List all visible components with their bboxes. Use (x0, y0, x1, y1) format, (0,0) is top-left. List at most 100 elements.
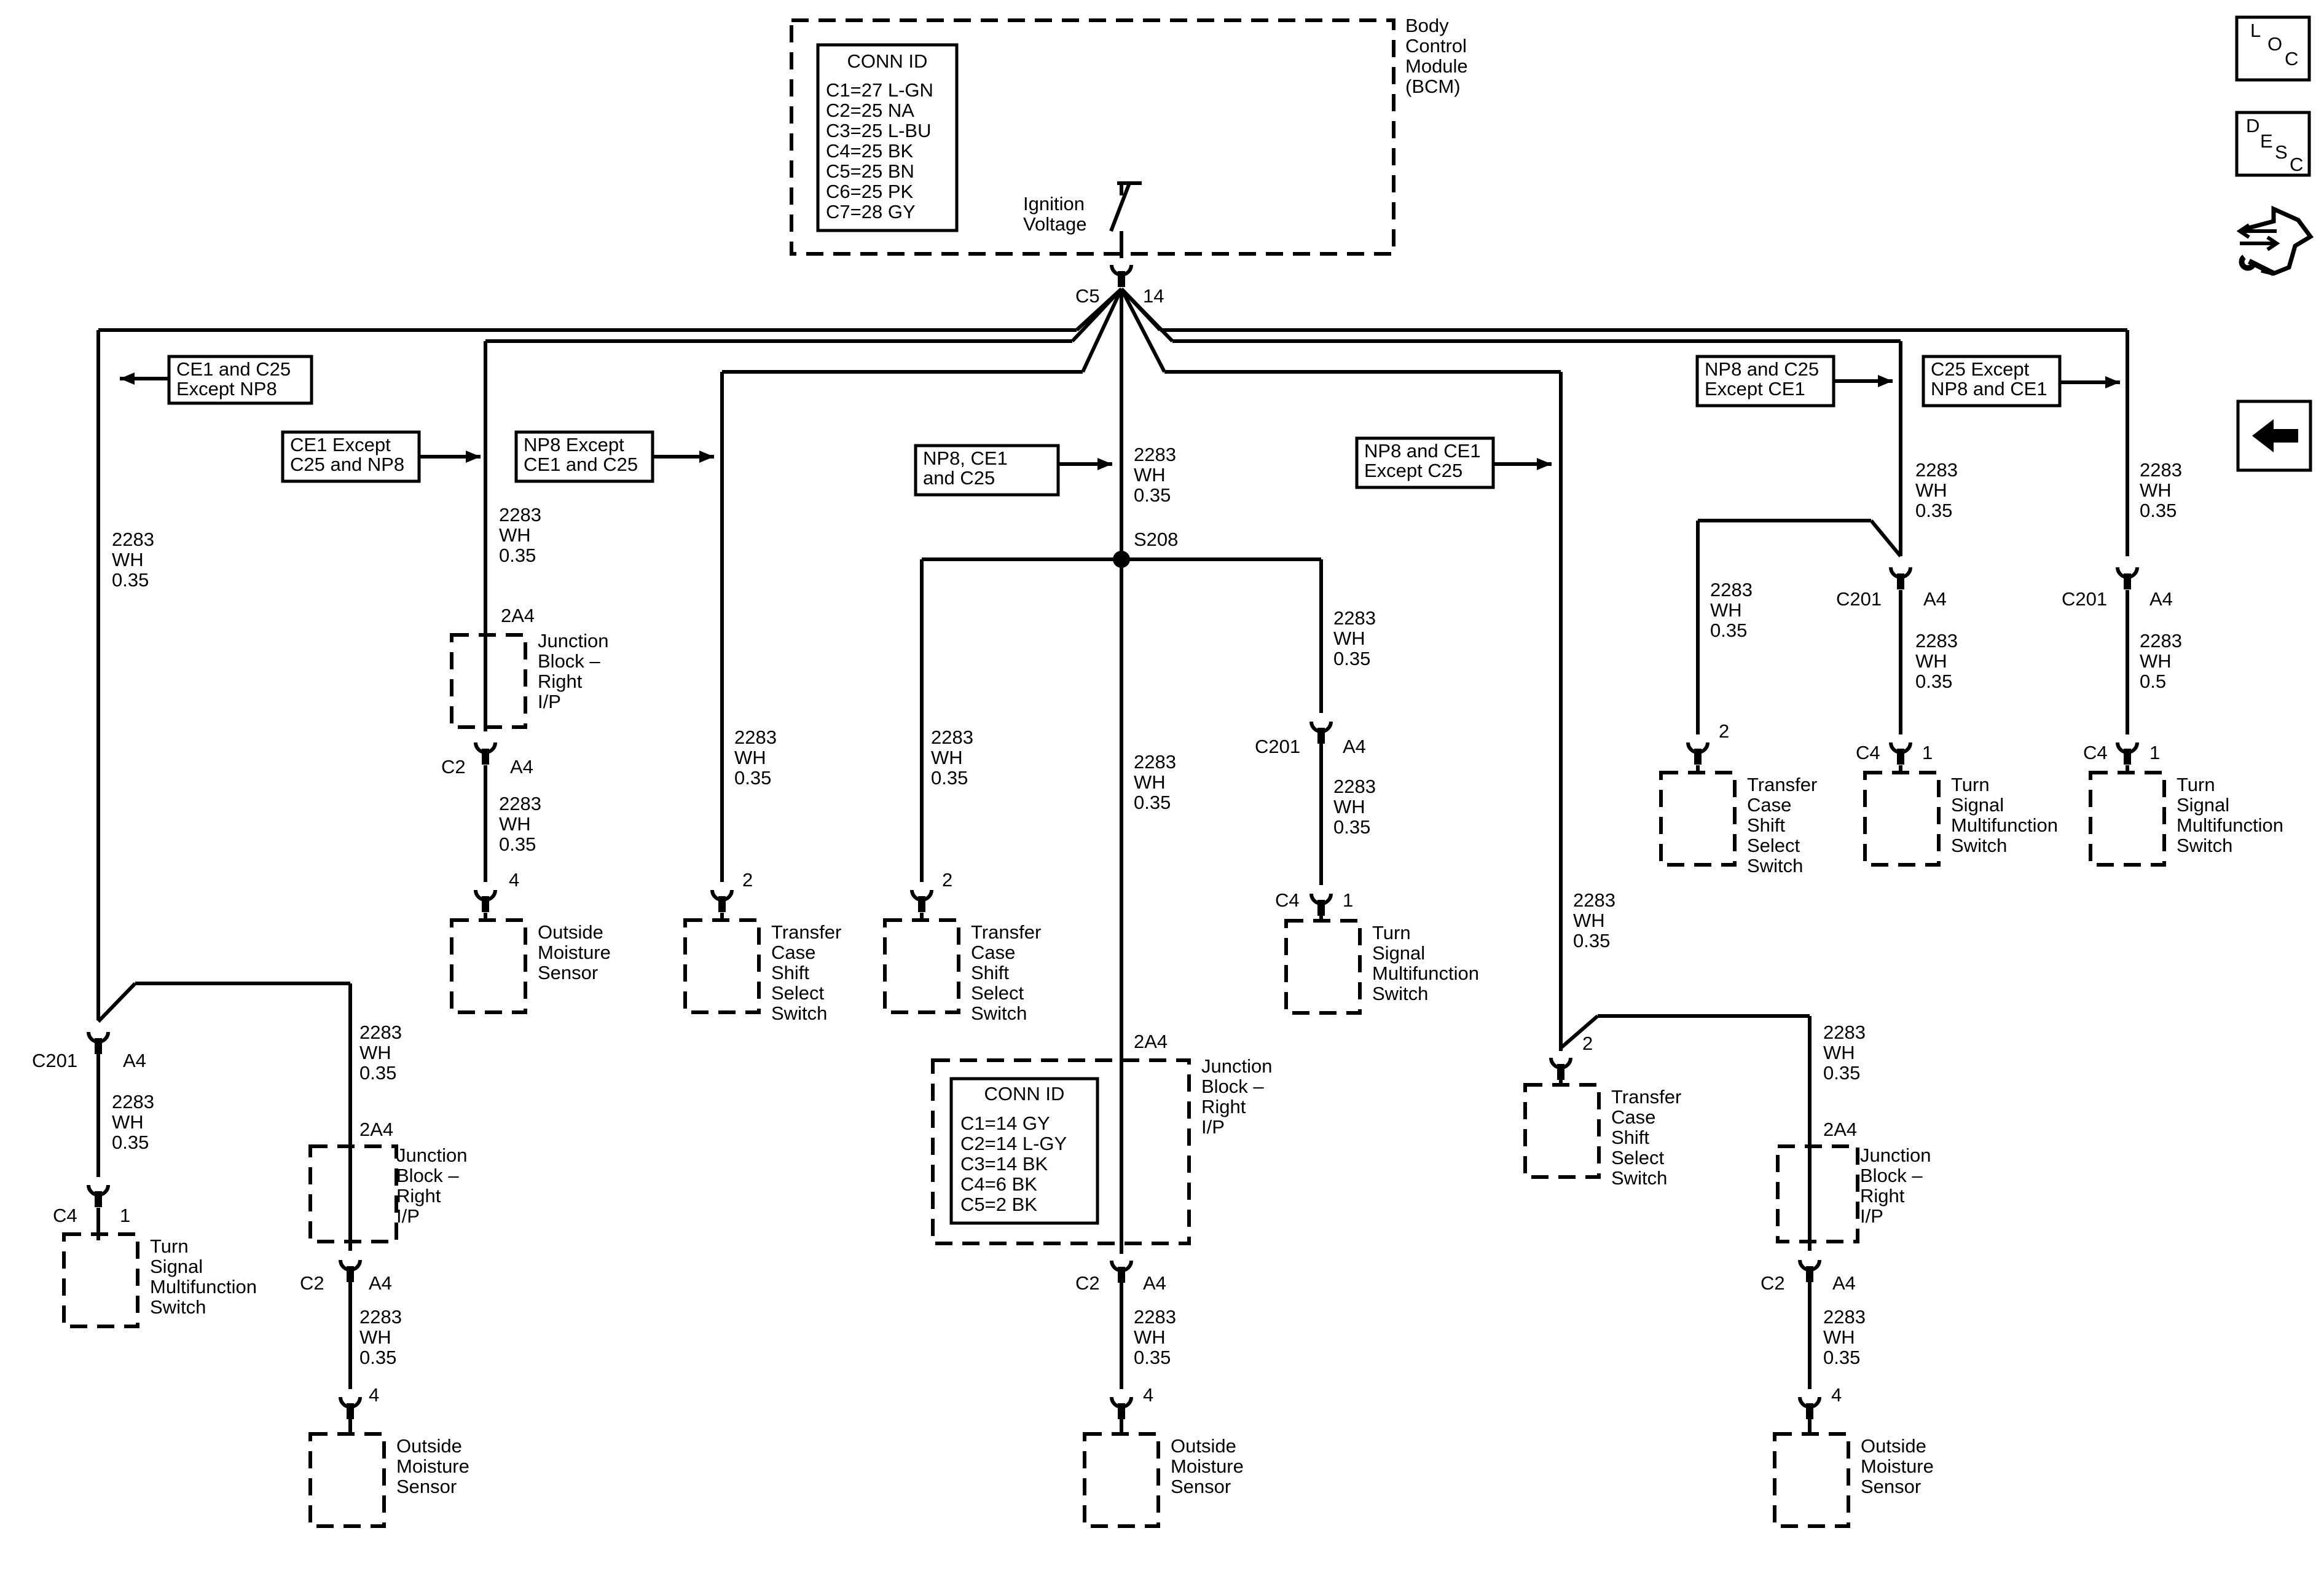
loc-icon-letter: L (2250, 20, 2261, 41)
tag-ce1-except-text: C25 and NP8 (290, 454, 404, 475)
bcm-pin-14: 14 (1143, 285, 1164, 307)
wire-label: 2283 (1333, 776, 1376, 797)
wire-label: 2283 (112, 529, 154, 550)
wire-label: 2283 (1134, 1306, 1176, 1328)
desc-icon-letter: S (2275, 141, 2288, 163)
wire-label: WH (112, 1111, 144, 1133)
desc-icon-letter: E (2260, 130, 2273, 152)
turn-signal-switch-label: Multifunction (1372, 963, 1479, 984)
conn-2a4: 2A4 (359, 1119, 393, 1140)
loc-icon (2235, 15, 2311, 82)
junction-block-label: Block – (1201, 1076, 1264, 1097)
tag-np8-c25-text: Except CE1 (1705, 378, 1805, 400)
turn-signal-switch-label: Multifunction (150, 1276, 257, 1297)
wire-label: WH (1710, 599, 1742, 621)
wire-label: 2283 (1915, 630, 1958, 652)
bcm-conn-id-line: C4=25 BK (826, 140, 914, 162)
tag-ce1-c25-text: CE1 and C25 (176, 358, 291, 380)
tag-c25-except-text: NP8 and CE1 (1931, 378, 2047, 400)
outside-moisture-sensor-label: Outside (396, 1435, 462, 1457)
turn-signal-switch-label: Turn (1951, 774, 1990, 795)
junction-block-label: Junction (1201, 1055, 1272, 1077)
bcm-conn-id-line: C7=28 GY (826, 201, 916, 222)
wire-segment (1869, 519, 1902, 557)
schematic-nav-icon[interactable] (2245, 205, 2314, 276)
desc-icon-letter: C (2290, 154, 2303, 175)
desc-icon (2235, 111, 2311, 177)
outside-moisture-sensor-label: Moisture (1861, 1455, 1934, 1477)
turn-signal-switch-label: Switch (2177, 835, 2232, 856)
back-arrow-glyph[interactable] (2252, 419, 2298, 452)
pin-label: 2 (742, 869, 753, 891)
desc-icon-letter: D (2246, 115, 2259, 136)
tag-np8-except-arrow-head (699, 451, 714, 463)
tag-ce1-except (281, 430, 421, 483)
c2-label: C2 (441, 756, 466, 778)
outside-moisture-sensor (308, 1432, 386, 1528)
transfer-case-switch-label: Switch (971, 1002, 1027, 1024)
wires-layer (87, 73, 2139, 1432)
bcm-conn-id-title: CONN ID (847, 50, 928, 72)
outside-moisture-sensor-label: Outside (1861, 1435, 1926, 1457)
transfer-case-switch-label: Shift (1747, 814, 1785, 836)
outside-moisture-sensor (1083, 1432, 1160, 1528)
wire-label: WH (1823, 1326, 1855, 1348)
turn-signal-switch-label: Multifunction (2177, 814, 2283, 836)
ignition-switch (1109, 182, 1131, 232)
tag-ce1-c25-arrow-head (120, 372, 135, 385)
wire-label: 0.35 (1915, 500, 1952, 521)
a4-label: A4 (1143, 1272, 1166, 1294)
tag-np8-ce1-text: Except C25 (1364, 460, 1462, 481)
loc-icon-letter: C (2285, 48, 2298, 69)
a4-label: A4 (2149, 588, 2173, 610)
wire-label: 2283 (1915, 459, 1958, 481)
junction-block-label: Block – (396, 1165, 459, 1186)
tag-np8-ce1-c25-text: and C25 (923, 467, 995, 489)
bcm-c5-label: C5 (1075, 285, 1100, 307)
outside-moisture-sensor (450, 918, 527, 1014)
junction-block-right (1776, 1144, 1859, 1243)
junction-block-label: Block – (1860, 1165, 1923, 1186)
junction-block-label: I/P (538, 691, 561, 712)
wire-label: WH (1134, 464, 1166, 486)
wire-label: 2283 (499, 793, 541, 814)
c2-label: C2 (300, 1272, 324, 1294)
wire-label: 0.35 (1134, 1347, 1171, 1368)
transfer-case-switch-label: Case (1611, 1106, 1655, 1128)
junction-block-label: Right (538, 671, 583, 692)
loc-icon-letter: O (2267, 33, 2282, 55)
wire-label: 0.35 (931, 767, 968, 789)
transfer-case-switch (1523, 1083, 1601, 1179)
pin-label: 1 (1922, 742, 1933, 763)
outside-moisture-sensor (1773, 1432, 1850, 1528)
wire-label: WH (499, 813, 531, 835)
conn-2a4: 2A4 (1134, 1031, 1168, 1052)
wire-label: 2283 (1573, 889, 1615, 911)
bcm-conn-id-line: C3=25 L-BU (826, 120, 931, 141)
junction-block-label: Junction (396, 1144, 467, 1166)
turn-signal-switch-label: Signal (1372, 942, 1425, 964)
c4-label: C4 (2083, 742, 2108, 763)
wire-label: 0.35 (499, 545, 536, 566)
wire-label: 2283 (1710, 579, 1753, 600)
transfer-case-switch-label: Transfer (1747, 774, 1817, 795)
tag-ce1-except-text: CE1 Except (290, 434, 391, 455)
junction-block-col2 (450, 633, 527, 729)
wire-label: 2283 (1134, 444, 1176, 465)
bcm-conn-id-table (816, 43, 959, 232)
wire-segment (1070, 287, 1123, 343)
outside-moisture-sensor-label: Moisture (538, 942, 611, 963)
wire-label: WH (2140, 650, 2172, 672)
wire-segment (1120, 288, 1166, 373)
transfer-case-switch-label: Transfer (971, 921, 1041, 943)
tag-np8-c25 (1695, 355, 1835, 408)
wire-label: 2283 (1823, 1022, 1866, 1043)
transfer-case-switch-label: Transfer (771, 921, 841, 943)
outside-moisture-sensor-label: Moisture (1171, 1455, 1244, 1477)
pin-label: 4 (1831, 1384, 1842, 1406)
bcm-conn-id-line: C1=27 L-GN (826, 79, 933, 101)
junction-block-label: Junction (1860, 1144, 1931, 1166)
c2-label: C2 (1761, 1272, 1785, 1294)
wire-label: 2283 (499, 504, 541, 526)
wire-label: 0.35 (1333, 648, 1370, 669)
